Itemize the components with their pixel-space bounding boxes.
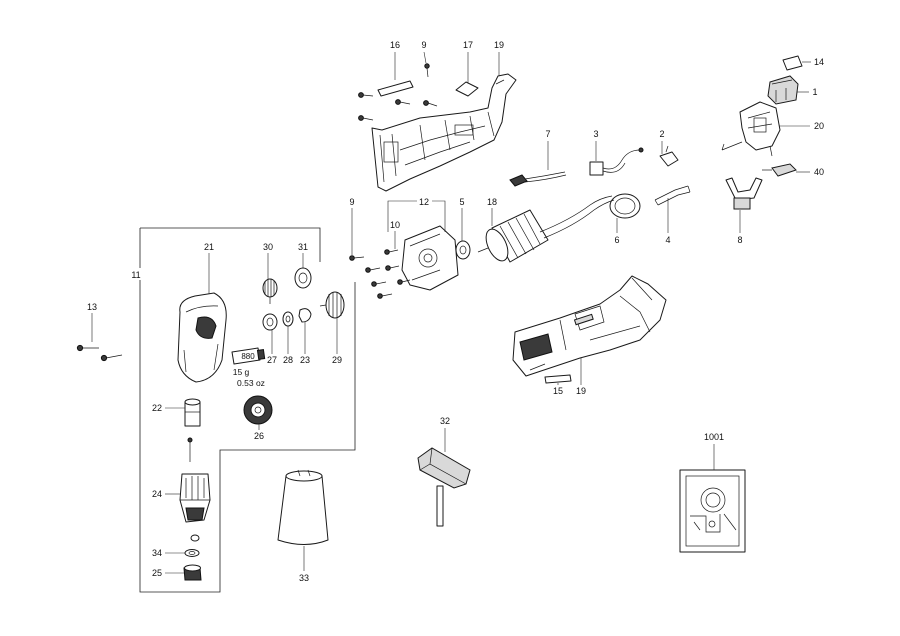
callout-23: 23 xyxy=(300,355,310,365)
callout-17: 17 xyxy=(463,40,473,50)
screw xyxy=(371,281,387,287)
part-pin xyxy=(187,437,193,462)
part-8-terminal xyxy=(725,177,763,210)
part-40-connector xyxy=(762,163,797,177)
callout-28: 28 xyxy=(283,355,293,365)
group-11-label-bg xyxy=(129,268,143,280)
part-5-bearing xyxy=(455,240,471,260)
group-11-frame xyxy=(139,227,356,593)
screw xyxy=(76,344,99,352)
callout-30: 30 xyxy=(263,242,273,252)
callout-12: 12 xyxy=(419,197,429,207)
part-30-pinion xyxy=(262,278,278,304)
part-23-clip xyxy=(298,308,312,323)
callout-27: 27 xyxy=(267,355,277,365)
part-small-ring xyxy=(190,534,200,542)
callout-5: 5 xyxy=(459,197,464,207)
callout-2: 2 xyxy=(659,129,664,139)
screw xyxy=(385,265,400,271)
screw xyxy=(424,63,430,78)
leader-12 xyxy=(387,200,446,232)
part-20-bracket xyxy=(721,101,781,157)
leader-9a xyxy=(423,51,427,64)
screw xyxy=(358,92,374,98)
part-21-head-housing xyxy=(177,292,227,383)
part-1001-documentation xyxy=(679,469,746,553)
callout-4: 4 xyxy=(665,235,670,245)
callout-26: 26 xyxy=(254,431,264,441)
part-25-nut xyxy=(183,564,202,581)
part-15-label xyxy=(544,374,572,384)
part-19-housing-half xyxy=(371,73,517,192)
grease-tube-label: 880 xyxy=(241,352,255,361)
callout-1001: 1001 xyxy=(704,432,724,442)
part-9-screws-top xyxy=(358,63,438,121)
callout-24: 24 xyxy=(152,489,162,499)
screw xyxy=(365,267,381,273)
part-13-screws xyxy=(76,344,123,362)
part-26-collet-nut xyxy=(243,395,273,425)
screw xyxy=(384,249,399,255)
part-34-washer xyxy=(184,549,200,557)
part-31-gear xyxy=(294,267,312,289)
part-3-switch xyxy=(589,147,644,176)
part-12-gear-housing xyxy=(401,225,459,291)
part-16-label xyxy=(377,80,414,97)
callout-11: 11 xyxy=(131,270,140,280)
screw xyxy=(100,354,123,362)
grease-weight-grams: 15 g xyxy=(233,367,250,377)
part-14-pad xyxy=(782,55,803,71)
callout-31: 31 xyxy=(298,242,308,252)
callout-9-middle: 9 xyxy=(349,197,354,207)
part-19-assembled-tool xyxy=(512,275,667,377)
part-880-grease-tube: 880 xyxy=(231,347,266,365)
part-7-cable xyxy=(509,171,567,187)
callout-21: 21 xyxy=(204,242,214,252)
part-27-washer xyxy=(262,313,278,331)
grease-weight-ounces: 0.53 oz xyxy=(237,378,265,388)
part-28-washer xyxy=(282,311,294,327)
callout-25: 25 xyxy=(152,568,162,578)
callout-10: 10 xyxy=(390,220,400,230)
callout-40: 40 xyxy=(814,167,824,177)
part-29-crown-gear xyxy=(319,291,345,319)
part-22-spindle-sleeve xyxy=(184,398,201,427)
callout-9-top: 9 xyxy=(421,40,426,50)
callout-13: 13 xyxy=(87,302,97,312)
screw xyxy=(423,100,438,107)
screw xyxy=(377,293,393,299)
callout-8: 8 xyxy=(737,235,742,245)
callout-19-bottom: 19 xyxy=(576,386,586,396)
part-18-motor xyxy=(477,195,615,263)
callout-33: 33 xyxy=(299,573,309,583)
part-24-collet-body xyxy=(179,473,211,523)
callout-7: 7 xyxy=(545,129,550,139)
screw xyxy=(395,99,411,105)
screw xyxy=(397,279,411,285)
part-32-t-handle-key xyxy=(417,447,471,527)
callout-22: 22 xyxy=(152,403,162,413)
callout-14: 14 xyxy=(814,57,824,67)
callout-18: 18 xyxy=(487,197,497,207)
part-17-label xyxy=(455,81,479,97)
callout-16: 16 xyxy=(390,40,400,50)
callout-19-top: 19 xyxy=(494,40,504,50)
part-6-ring xyxy=(609,193,641,219)
part-33-cone-guard xyxy=(277,469,329,545)
part-9-10-screws xyxy=(349,249,411,299)
callout-6: 6 xyxy=(614,235,619,245)
callout-3: 3 xyxy=(593,129,598,139)
callout-15: 15 xyxy=(553,386,563,396)
part-1-housing-cap xyxy=(767,75,799,105)
callout-1: 1 xyxy=(812,87,817,97)
part-2-contact xyxy=(659,145,679,167)
part-4-strip xyxy=(654,185,691,206)
screw xyxy=(349,255,365,261)
screw xyxy=(358,115,374,121)
callout-29: 29 xyxy=(332,355,342,365)
callout-34: 34 xyxy=(152,548,162,558)
callout-32: 32 xyxy=(440,416,450,426)
callout-20: 20 xyxy=(814,121,824,131)
